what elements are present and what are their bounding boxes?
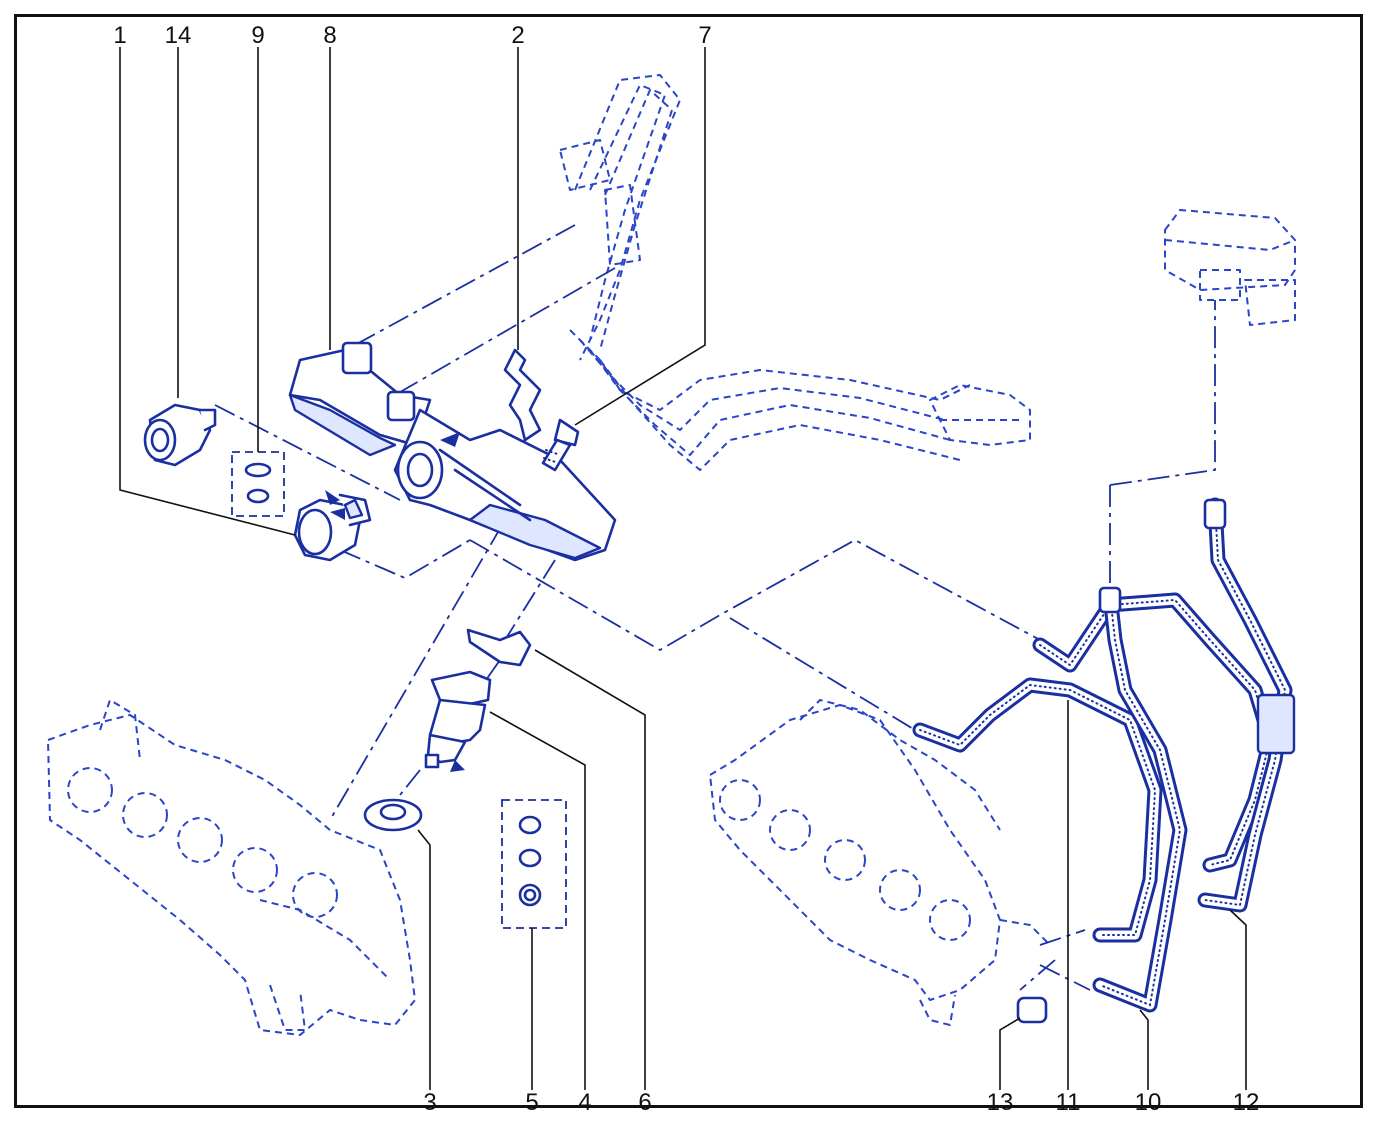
callout-9: 9 xyxy=(251,22,264,49)
fuel-rail xyxy=(288,341,617,562)
assembly-lines xyxy=(214,224,1216,991)
callout-14: 14 xyxy=(165,22,192,49)
ghost-intake-manifold-right xyxy=(709,699,1051,1026)
pressure-regulator xyxy=(293,493,372,562)
callout-3: 3 xyxy=(423,1089,436,1116)
bolt xyxy=(541,418,580,472)
assembly-arrows xyxy=(325,432,465,772)
callout-10: 10 xyxy=(1135,1089,1162,1116)
fuel-pipes xyxy=(912,497,1296,1013)
ghost-cylinder-head-left xyxy=(47,699,416,1036)
ghost-wiring-harness xyxy=(559,74,1031,471)
callout-12: 12 xyxy=(1233,1089,1260,1116)
callout-13: 13 xyxy=(987,1089,1014,1116)
injector-clip xyxy=(466,628,532,667)
callout-2: 2 xyxy=(511,22,524,49)
leader-lines xyxy=(119,47,1247,1090)
callout-8: 8 xyxy=(323,22,336,49)
injector-seal xyxy=(363,798,423,832)
callout-11: 11 xyxy=(1056,1089,1081,1116)
callout-6: 6 xyxy=(638,1089,651,1116)
seal-kit-9 xyxy=(231,451,285,517)
retaining-clip xyxy=(503,348,542,442)
callout-1: 1 xyxy=(113,22,126,49)
seal-kit-5 xyxy=(501,799,567,929)
callout-4: 4 xyxy=(578,1089,591,1116)
callout-7: 7 xyxy=(698,22,711,49)
callout-5: 5 xyxy=(525,1089,538,1116)
blanking-plug xyxy=(1016,996,1048,1024)
diagram-frame xyxy=(14,14,1363,1108)
pressure-sensor xyxy=(143,403,217,467)
fuel-injector xyxy=(424,670,492,769)
ghost-ecu-box xyxy=(1164,209,1296,326)
